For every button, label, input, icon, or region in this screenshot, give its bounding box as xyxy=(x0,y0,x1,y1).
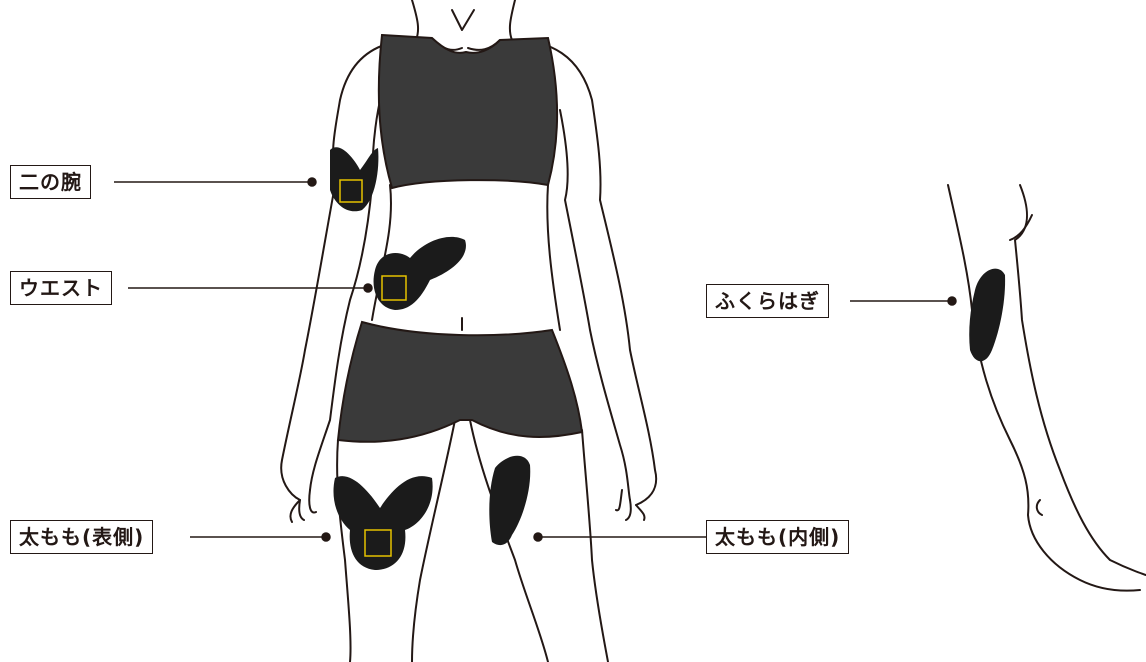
leader-dot-upper-arm xyxy=(308,178,316,186)
knee-line xyxy=(1010,215,1032,240)
right-hand xyxy=(616,490,645,520)
left-leg-inner xyxy=(412,420,455,662)
left-leg-outline xyxy=(337,440,350,662)
calf-leg-front xyxy=(948,185,1140,591)
calf-leg-back xyxy=(1015,185,1146,575)
label-upper-arm: 二の腕 xyxy=(10,165,91,199)
leader-dot-calf xyxy=(948,297,956,305)
chin-line xyxy=(452,10,474,30)
crop-top xyxy=(379,35,557,188)
left-hand xyxy=(290,490,316,522)
leader-dot-waist xyxy=(364,284,372,292)
neck-outline xyxy=(412,0,418,40)
neck-outline xyxy=(510,0,515,40)
label-calf: ふくらはぎ xyxy=(706,284,829,318)
label-waist: ウエスト xyxy=(10,271,112,305)
leader-dot-thigh-inner xyxy=(534,533,542,541)
pad-thigh-inner xyxy=(489,456,530,545)
shorts xyxy=(338,322,582,442)
right-leg-outline xyxy=(582,430,608,662)
ankle-line xyxy=(1037,500,1042,515)
right-arm-inner xyxy=(560,110,630,500)
pad-thigh-front xyxy=(333,476,432,570)
waist-outline xyxy=(547,185,560,330)
pad-waist xyxy=(374,237,466,310)
pad-calf xyxy=(969,269,1005,362)
leader-dot-thigh-front xyxy=(322,533,330,541)
label-thigh-inner: 太もも(内側) xyxy=(706,520,849,554)
label-thigh-front: 太もも(表側) xyxy=(10,520,153,554)
